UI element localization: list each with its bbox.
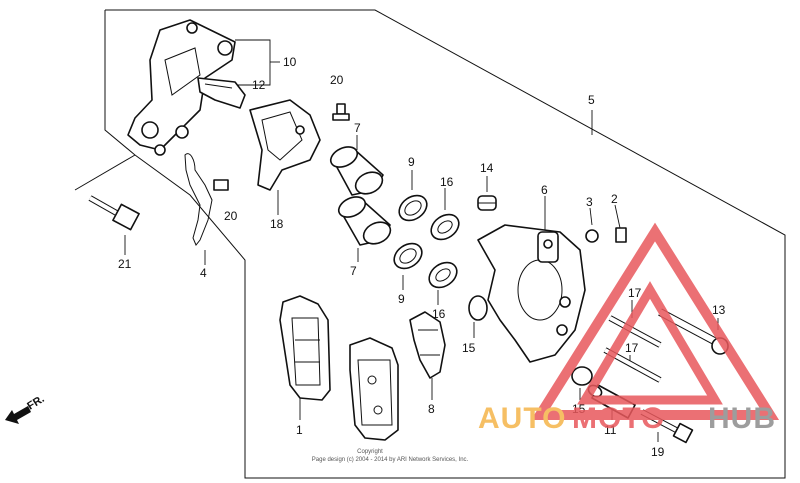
shim-part-18[interactable]	[249, 99, 321, 191]
watermark-text-auto: AUTO	[478, 402, 566, 435]
bolt-part-20-upper[interactable]	[332, 103, 350, 121]
callout-labels: 10 12 20 7 9 16 14 6 3 2 5 21 20 4 18 7 …	[118, 55, 726, 459]
callout-13: 13	[712, 303, 726, 317]
boot-part-15-lower[interactable]	[571, 366, 593, 386]
callout-14: 14	[480, 161, 494, 175]
pin-part-17-upper[interactable]	[608, 315, 662, 348]
callout-7-lower: 7	[350, 264, 357, 278]
callout-7-upper: 7	[354, 121, 361, 135]
callout-6: 6	[541, 183, 548, 197]
brake-pad-part-1-inner[interactable]	[349, 337, 399, 441]
piston-part-7-lower[interactable]	[336, 193, 394, 248]
seal-part-9-upper[interactable]	[394, 190, 431, 225]
spring-part-4[interactable]	[184, 153, 213, 246]
automotohub-watermark: AUTO MOTO HUB	[478, 222, 780, 435]
bolt-part-20-lower[interactable]	[213, 179, 229, 191]
seal-part-16-lower[interactable]	[424, 257, 461, 292]
callout-15-upper: 15	[462, 341, 476, 355]
callout-21: 21	[118, 257, 132, 271]
callout-5: 5	[588, 93, 595, 107]
leader-lines	[124, 39, 719, 442]
callout-20-lower: 20	[224, 209, 238, 223]
assembly-frame	[104, 9, 786, 479]
pad-spring-part-8[interactable]	[409, 311, 446, 379]
callout-16-upper: 16	[440, 175, 454, 189]
boot-part-14[interactable]	[477, 195, 497, 211]
callout-3: 3	[586, 195, 593, 209]
callout-17-upper: 17	[628, 286, 642, 300]
bolt-part-21[interactable]	[88, 195, 140, 231]
callout-9-upper: 9	[408, 155, 415, 169]
seal-part-9-lower[interactable]	[389, 238, 426, 273]
callout-17-lower: 17	[625, 341, 639, 355]
caliper-body-part-6[interactable]	[477, 224, 586, 363]
callout-10: 10	[283, 55, 297, 69]
watermark-triangle-logo	[530, 222, 780, 420]
callout-20-upper: 20	[330, 73, 344, 87]
callout-18: 18	[270, 217, 284, 231]
copyright-line-2: Page design (c) 2004 - 2014 by ARI Netwo…	[312, 457, 469, 463]
piston-part-7-upper[interactable]	[328, 143, 386, 198]
bleeder-cap-part-3[interactable]	[585, 229, 599, 243]
callout-11: 11	[604, 423, 617, 437]
callout-12: 12	[252, 78, 266, 92]
callout-8: 8	[428, 402, 435, 416]
watermark-text-hub: HUB	[708, 402, 776, 435]
bracket-part-10[interactable]	[127, 19, 236, 156]
callout-2: 2	[611, 192, 618, 206]
callout-16-lower: 16	[432, 307, 446, 321]
front-direction-arrow: FR.	[5, 393, 47, 424]
brake-pad-part-1-outer[interactable]	[279, 295, 331, 401]
callout-1: 1	[296, 423, 303, 437]
watermark-text-moto: MOTO	[572, 402, 665, 435]
copyright-line-1: Copyright	[357, 449, 383, 455]
callout-4: 4	[200, 266, 207, 280]
callout-9-lower: 9	[398, 292, 405, 306]
callout-19: 19	[651, 445, 665, 459]
bleeder-valve-part-2[interactable]	[615, 227, 627, 243]
boot-part-15-upper[interactable]	[468, 295, 488, 321]
seal-part-16-upper[interactable]	[426, 209, 463, 244]
plate-part-12[interactable]	[197, 77, 246, 109]
